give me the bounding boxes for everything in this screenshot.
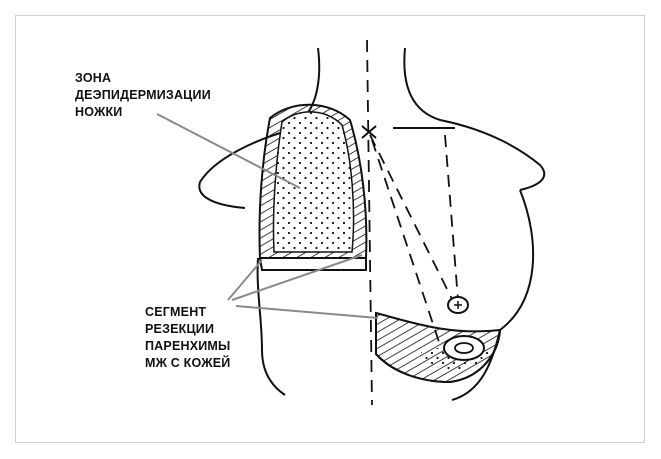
pointer-segment-3 xyxy=(236,306,378,318)
right-shoulder-outline xyxy=(440,120,544,190)
label-line: ДЕЭПИДЕРМИЗАЦИИ xyxy=(75,87,211,104)
label-line: РЕЗЕКЦИИ xyxy=(145,321,231,338)
neck-right-outline xyxy=(404,48,440,120)
marking-line-diagonal xyxy=(370,135,455,305)
midline xyxy=(367,40,372,405)
label-line: НОЖКИ xyxy=(75,104,211,121)
left-side-outline xyxy=(258,258,285,395)
label-line: ПАРЕНХИМЫ xyxy=(145,338,231,355)
right-side-outline xyxy=(500,190,533,330)
label-line: МЖ С КОЖЕЙ xyxy=(145,355,231,372)
marking-line-vertical xyxy=(445,135,458,300)
label-line: СЕГМЕНТ xyxy=(145,304,231,321)
label-resection-segment: СЕГМЕНТ РЕЗЕКЦИИ ПАРЕНХИМЫ МЖ С КОЖЕЙ xyxy=(145,304,231,372)
label-deepidermization-zone: ЗОНА ДЕЭПИДЕРМИЗАЦИИ НОЖКИ xyxy=(75,70,211,121)
label-line: ЗОНА xyxy=(75,70,211,87)
nipple xyxy=(455,343,473,353)
